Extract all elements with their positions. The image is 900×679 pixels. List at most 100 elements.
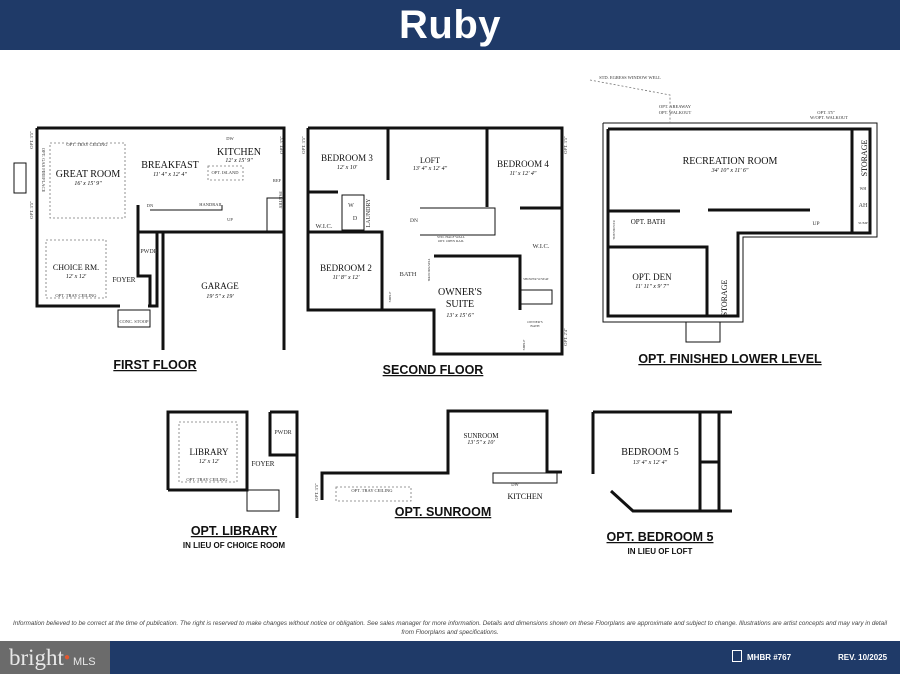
library-dims: 12' x 12' xyxy=(199,459,220,465)
handrail-label: HANDRAIL xyxy=(199,202,223,207)
sunroom-dims: 13' 5" x 10' xyxy=(467,440,495,446)
recreation-room-label: RECREATION ROOM xyxy=(683,156,778,167)
stairs-up-label: UP xyxy=(227,217,233,222)
door-option-label: OPT. 3'5" xyxy=(817,110,835,115)
egress-window-label: STD. EGRESS WINDOW WELL xyxy=(599,75,661,80)
plan-title: Ruby xyxy=(399,2,501,47)
window-option-label: OPT. 3'5" xyxy=(29,201,34,219)
washer-label: W xyxy=(348,203,354,209)
disclaimer: Information believed to be correct at th… xyxy=(13,620,887,636)
owners-bath-label-2: BATH xyxy=(530,324,540,328)
great-room-tray-label: OPT. TRAY CEILING xyxy=(66,142,108,147)
bedroom-5-title: OPT. BEDROOM 5 xyxy=(607,530,714,544)
bedroom-5-label: BEDROOM 5 xyxy=(621,447,679,458)
library-subtitle: IN LIEU OF CHOICE ROOM xyxy=(183,541,286,550)
open-rail-label: OPT. OPEN RAIL xyxy=(438,239,464,243)
bedroom-5-subtitle: IN LIEU OF LOFT xyxy=(628,547,693,556)
walkout-label: OPT. WALKOUT xyxy=(659,110,692,115)
dishwasher-label: DW xyxy=(511,482,519,487)
gas-fireplace-label: OPT. GAS FIREPLACE xyxy=(41,148,46,193)
lower-level-title: OPT. FINISHED LOWER LEVEL xyxy=(638,352,822,366)
storage-label: STORAGE xyxy=(720,280,729,317)
shelf-label: SHELF xyxy=(388,292,392,303)
logo-text: bright xyxy=(9,645,64,670)
pantry-label: PANTRY xyxy=(278,191,283,209)
choice-room-dims: 12' x 12' xyxy=(66,274,87,280)
island-label: OPT. ISLAND xyxy=(212,170,240,175)
owners-suite-label: OWNER'S xyxy=(438,287,482,298)
bedroom-2-dims: 11' 8" x 12' xyxy=(333,275,361,281)
walk-in-closet-label: W.I.C. xyxy=(533,243,550,250)
second-floor-walls xyxy=(306,126,564,356)
stoop-label: CONC. STOOP xyxy=(120,319,149,324)
library-walls xyxy=(166,410,299,518)
revision-date: REV. 10/2025 xyxy=(838,653,888,662)
foyer-label: FOYER xyxy=(252,460,275,468)
shower-seat-label: SHOWER W/SEAT xyxy=(523,277,549,281)
garage-label: GARAGE xyxy=(201,281,239,291)
kitchen-label: KITCHEN xyxy=(507,492,542,501)
choice-tray-label: OPT. TRAY CEILING xyxy=(55,293,97,298)
sunroom-walls xyxy=(320,409,562,502)
owners-suite-dims: 13' x 15' 6" xyxy=(446,313,474,319)
powder-room-label: PWDR xyxy=(140,249,157,255)
mhbr-number: MHBR #767 xyxy=(747,653,792,662)
stairs-down-label: DN xyxy=(147,203,154,208)
owners-bath-label: OWNER'S xyxy=(527,320,542,324)
opt-bath-label: OPT. BATH xyxy=(631,218,665,226)
window-option-label: OPT. 3'5" xyxy=(29,131,34,149)
foyer-label: FOYER xyxy=(113,276,136,284)
bedroom-3-dims: 12' x 10' xyxy=(337,165,358,171)
water-heater-label: WH xyxy=(860,186,867,191)
bedroom-4-label: BEDROOM 4 xyxy=(497,159,549,169)
first-floor-walls xyxy=(13,126,286,350)
dryer-label: D xyxy=(353,216,358,222)
bath-label: BATH xyxy=(400,271,417,278)
sunroom-title: OPT. SUNROOM xyxy=(395,505,492,519)
refrigerator-label: REF xyxy=(273,178,282,183)
footer-bar xyxy=(0,641,900,674)
tub-shower-label: TUB/SHOWER xyxy=(427,259,431,282)
bedroom-4-dims: 11' x 12' 4" xyxy=(510,170,537,177)
second-floor-title: SECOND FLOOR xyxy=(383,363,484,377)
loft-dims: 13' 4" x 12' 4" xyxy=(413,165,448,172)
lower-level-walls xyxy=(589,79,878,343)
den-dims: 11' 11" x 9' 7" xyxy=(635,284,669,290)
great-room-dims: 16' x 15' 9" xyxy=(74,181,102,187)
bedroom-5-walls xyxy=(591,410,732,513)
bedroom-5-dims: 13' 4" x 12' 4" xyxy=(633,459,668,466)
logo-dot-icon: ● xyxy=(63,652,70,663)
den-label: OPT. DEN xyxy=(632,272,672,282)
library-label: LIBRARY xyxy=(189,447,229,457)
stairs-down-label: DN xyxy=(410,218,418,224)
half-wall-label: STD. HALF WALL xyxy=(437,235,465,239)
sunroom-tray-label: OPT. TRAY CEILING xyxy=(351,488,393,493)
window-option-label: OPT. 3'5" xyxy=(563,136,568,154)
laundry-label: LAUNDRY xyxy=(366,198,372,228)
window-option-label: OPT. 3'5" xyxy=(301,136,306,154)
great-room-label: GREAT ROOM xyxy=(56,169,121,180)
loft-label: LOFT xyxy=(420,156,440,165)
bedroom-2-label: BEDROOM 2 xyxy=(320,263,372,273)
logo-suffix: MLS xyxy=(73,656,96,668)
choice-room-label: CHOICE RM. xyxy=(53,263,99,272)
dishwasher-label: DW xyxy=(226,136,234,141)
sunroom-label: SUNROOM xyxy=(463,432,499,440)
library-title: OPT. LIBRARY xyxy=(191,524,278,538)
recreation-room-dims: 34' 10" x 11' 6" xyxy=(711,167,749,174)
bright-mls-logo: bright●MLS xyxy=(0,641,110,674)
stairs-up-label: UP xyxy=(812,221,819,227)
tub-shower-label: TUB/SHOWER xyxy=(612,220,616,240)
equal-housing-icon xyxy=(732,650,742,662)
bedroom-3-label: BEDROOM 3 xyxy=(321,153,373,163)
window-option-label: OPT. 2'4" xyxy=(563,328,568,346)
door-option-label-2: W/OPT. WALKOUT xyxy=(810,115,848,120)
header-banner: Ruby xyxy=(0,0,900,50)
garage-dims: 19' 5" x 19' xyxy=(206,294,234,300)
breakfast-dims: 11' 4" x 12' 4" xyxy=(153,171,187,178)
walk-in-closet-label: W.I.C. xyxy=(316,223,333,230)
breakfast-label: BREAKFAST xyxy=(141,160,199,171)
window-option-label: OPT. 3'5" xyxy=(314,483,319,501)
window-option-label: OPT. 3'5" xyxy=(279,136,284,154)
powder-room-label: PWDR xyxy=(274,430,291,436)
